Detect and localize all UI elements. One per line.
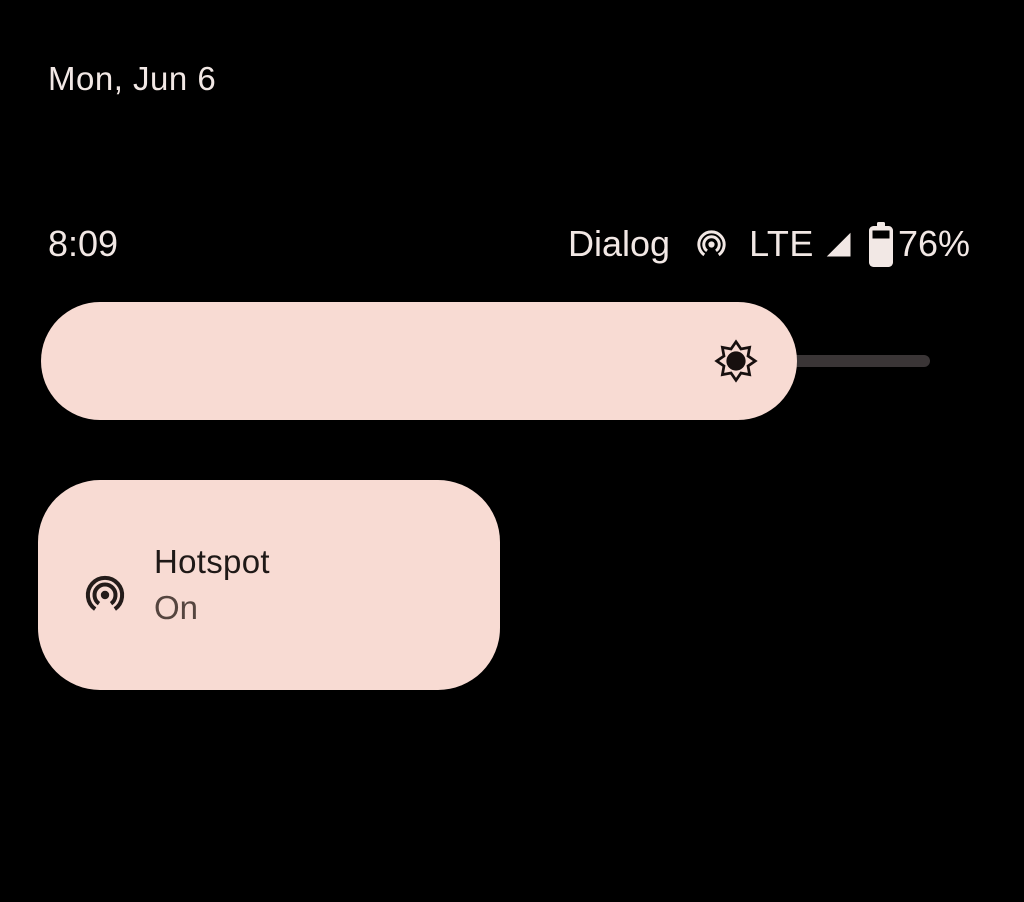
status-bar: 8:09 Dialog LTE 76% <box>48 220 970 268</box>
brightness-slider-track[interactable] <box>771 355 930 367</box>
network-type-label: LTE <box>749 223 814 264</box>
brightness-fill[interactable] <box>41 302 797 420</box>
hotspot-tile-text: Hotspot On <box>154 543 270 627</box>
carrier-label: Dialog <box>568 223 671 264</box>
clock: 8:09 <box>48 223 119 264</box>
hotspot-icon <box>697 229 726 256</box>
hotspot-icon <box>85 575 125 611</box>
status-bar-right: Dialog LTE 76% <box>568 221 970 267</box>
tile-label: Hotspot <box>154 543 270 580</box>
battery-percent-label: 76% <box>897 223 970 264</box>
hotspot-tile[interactable]: Hotspot On <box>38 480 500 690</box>
tile-status: On <box>154 589 199 626</box>
date-label: Mon, Jun 6 <box>48 60 217 97</box>
brightness-slider[interactable] <box>41 302 930 420</box>
battery-icon <box>868 221 893 267</box>
cellular-signal-icon <box>826 232 851 257</box>
brightness-icon <box>713 339 758 383</box>
